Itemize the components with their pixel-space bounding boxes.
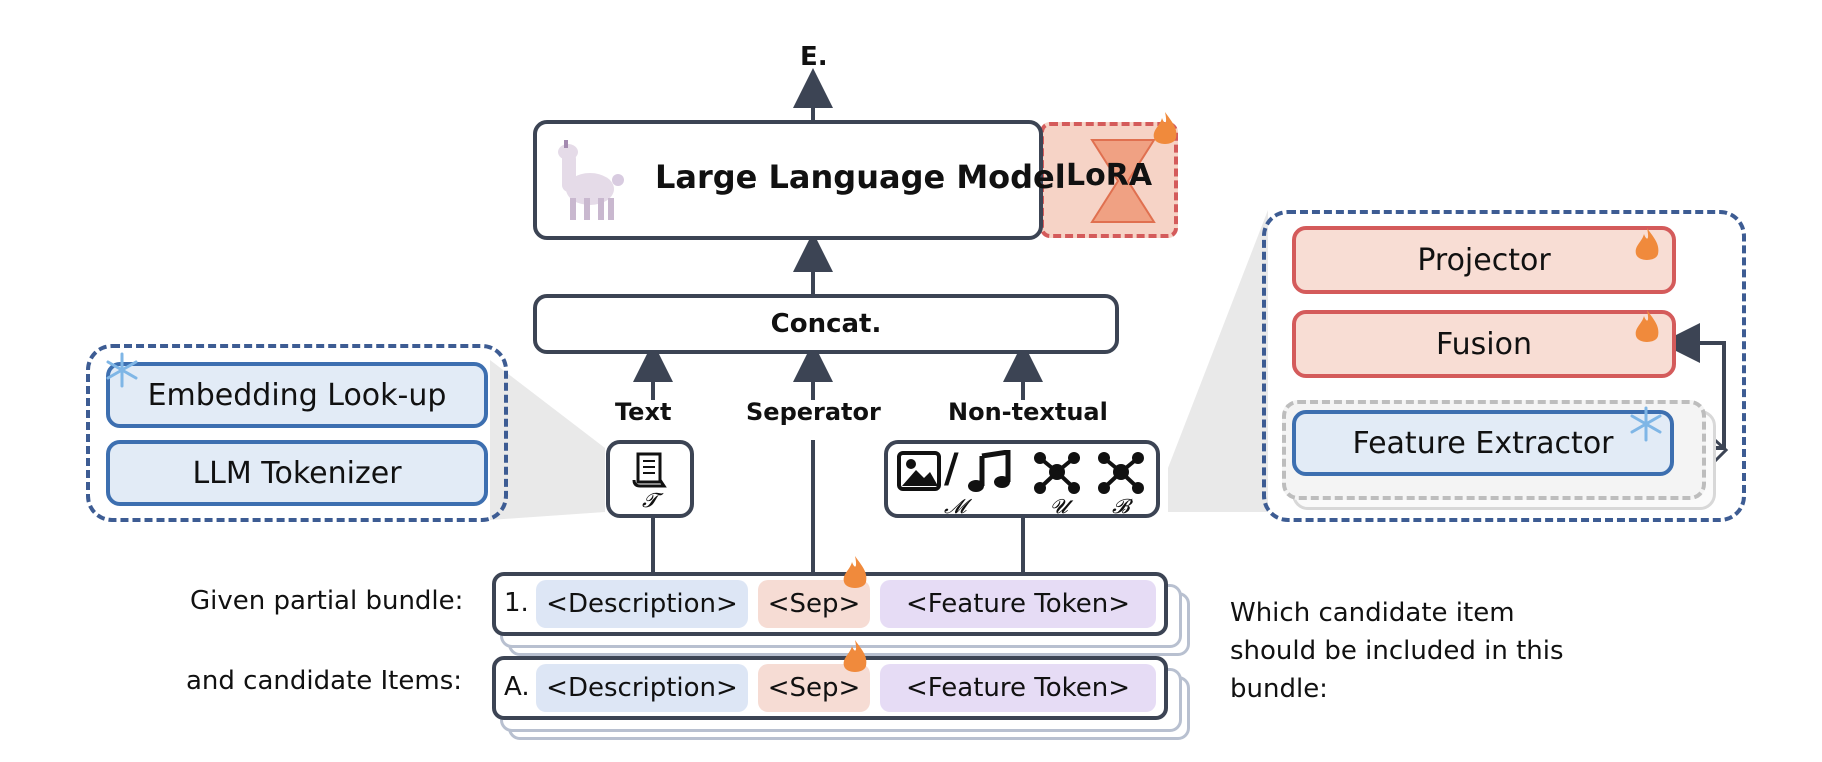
extractor-snowflake-icon	[1630, 406, 1662, 442]
question-line-3: bundle:	[1230, 674, 1328, 704]
question-line-1: Which candidate item	[1230, 598, 1515, 628]
fusion-flame-icon	[1635, 310, 1659, 342]
row2-sep-token: <Sep>	[758, 664, 870, 712]
zoom-wedge-right	[1168, 210, 1268, 512]
output-label: E.	[800, 42, 828, 72]
row1-index: 1.	[504, 588, 529, 618]
row1-sep-token: <Sep>	[758, 580, 870, 628]
projector-box: Projector	[1292, 226, 1676, 294]
row2-feature-token: <Feature Token>	[880, 664, 1156, 712]
multimodal-symbol: 𝓜	[944, 494, 967, 518]
llama-icon	[558, 140, 624, 220]
nontext-encoder-panel	[1262, 210, 1746, 522]
text-encoder-panel	[86, 344, 508, 522]
text-stream-label: Text	[615, 398, 672, 426]
user-graph-icon	[1034, 452, 1080, 494]
lora-label: LoRA	[1066, 158, 1153, 193]
zoom-wedge-left	[490, 360, 605, 520]
modality-divider: /	[944, 446, 959, 492]
row2-index: A.	[504, 672, 530, 702]
row2-description-token: <Description>	[536, 664, 748, 712]
row1-feature-token: <Feature Token>	[880, 580, 1156, 628]
nontext-stream-label: Non-textual	[948, 398, 1108, 426]
music-note-icon	[968, 450, 1011, 492]
candidate-items-prompt: and candidate Items:	[186, 666, 462, 696]
separator-stream-label: Seperator	[746, 398, 881, 426]
text-token-symbol: 𝓣	[642, 488, 658, 512]
llm-tokenizer-box: LLM Tokenizer	[106, 440, 488, 506]
bundle-graph-icon	[1098, 452, 1144, 494]
feature-extractor-box: Feature Extractor	[1292, 410, 1674, 476]
question-line-2: should be included in this	[1230, 636, 1564, 666]
user-symbol: 𝓤	[1050, 494, 1068, 518]
projector-flame-icon	[1635, 228, 1659, 260]
flame-icon	[1153, 112, 1177, 144]
row1-description-token: <Description>	[536, 580, 748, 628]
snowflake-icon	[106, 352, 138, 388]
concat-box: Concat.	[533, 294, 1119, 354]
row1-flame-icon	[843, 556, 867, 588]
scroll-icon	[632, 452, 667, 488]
fusion-box: Fusion	[1292, 310, 1676, 378]
given-bundle-prompt: Given partial bundle:	[190, 586, 464, 616]
llm-label: Large Language Model	[655, 158, 1066, 196]
row2-flame-icon	[843, 640, 867, 672]
bundle-symbol: 𝓑	[1112, 494, 1130, 518]
lora-hourglass-icon	[1090, 139, 1156, 223]
embedding-lookup-box: Embedding Look-up	[106, 362, 488, 428]
image-icon	[897, 451, 941, 491]
